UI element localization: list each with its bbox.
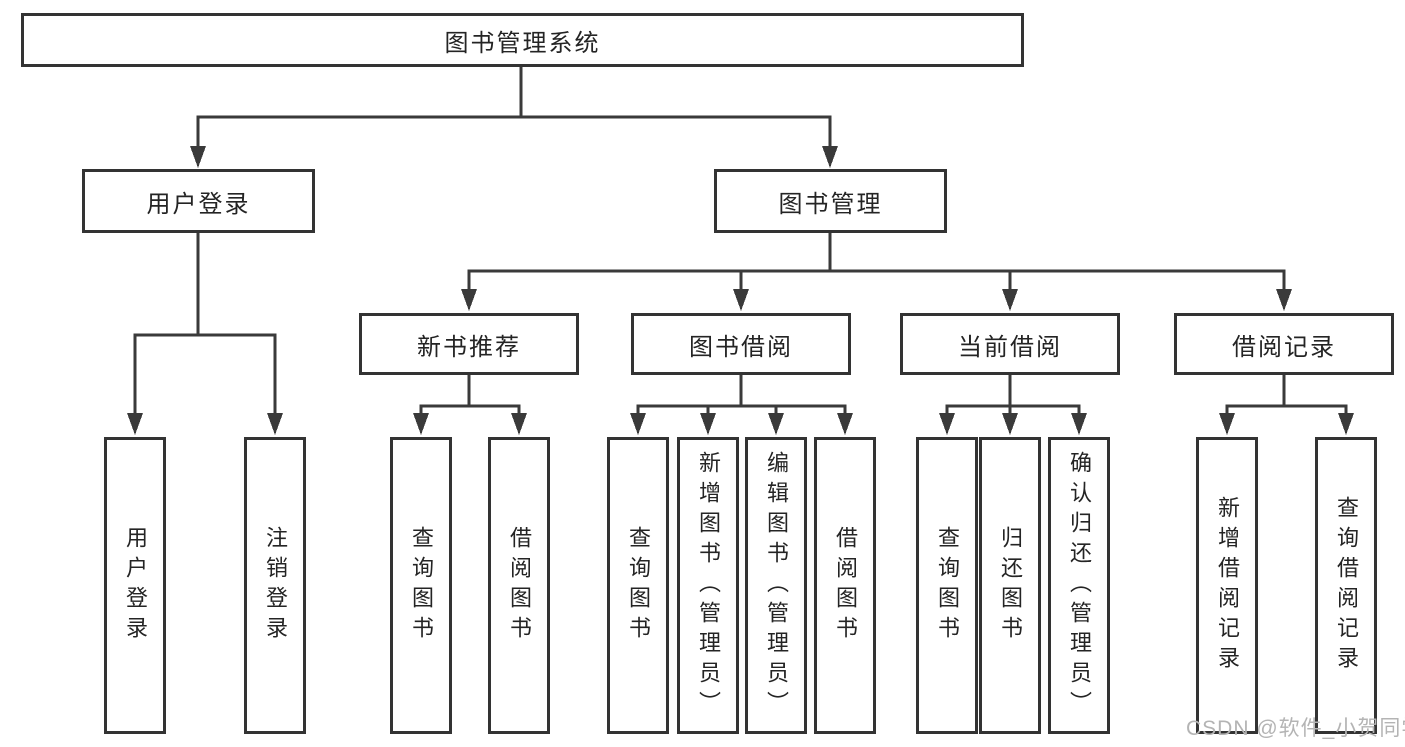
node-user-login: 用户登录: [82, 169, 315, 233]
node-label: 注销登录: [263, 525, 288, 646]
edge-current-borrow-to-children: [939, 375, 1087, 435]
node-label: 查询图书: [935, 525, 960, 646]
leaf-query-books-borrow: 查询图书: [607, 437, 669, 734]
node-label: 查询图书: [409, 525, 434, 646]
leaf-query-books-current: 查询图书: [916, 437, 978, 734]
node-label: 查询借阅记录: [1334, 495, 1359, 676]
node-book-borrow: 图书借阅: [631, 313, 851, 375]
node-label: 新增借阅记录: [1215, 495, 1240, 676]
node-label: 编辑图书（管理员）: [764, 450, 789, 721]
node-label: 图书管理系统: [444, 29, 601, 57]
node-label: 借阅图书: [507, 525, 532, 646]
node-borrow-records: 借阅记录: [1174, 313, 1394, 375]
leaf-return-books: 归还图书: [979, 437, 1041, 734]
leaf-borrow-books-recommend: 借阅图书: [488, 437, 550, 734]
leaf-query-borrow-record: 查询借阅记录: [1315, 437, 1377, 734]
node-root-system: 图书管理系统: [21, 13, 1024, 67]
leaf-add-borrow-record: 新增借阅记录: [1196, 437, 1258, 734]
leaf-confirm-return-admin: 确认归还（管理员）: [1048, 437, 1110, 734]
leaf-query-books-recommend: 查询图书: [390, 437, 452, 734]
leaf-edit-books-admin: 编辑图书（管理员）: [745, 437, 807, 734]
leaf-user-login: 用户登录: [104, 437, 166, 734]
edge-borrow-records-to-children: [1219, 375, 1354, 435]
node-current-borrow: 当前借阅: [900, 313, 1120, 375]
node-new-book-recommend: 新书推荐: [359, 313, 579, 375]
edge-book-borrow-to-children: [630, 375, 853, 435]
edge-book-management-to-level3: [461, 233, 1292, 311]
node-book-management: 图书管理: [714, 169, 947, 233]
node-label: 图书管理: [778, 190, 883, 218]
node-label: 图书借阅: [689, 333, 793, 361]
node-label: 用户登录: [123, 525, 148, 646]
node-label: 借阅记录: [1232, 333, 1336, 361]
edge-user-login-to-children: [127, 233, 283, 435]
leaf-borrow-books: 借阅图书: [814, 437, 876, 734]
csdn-watermark: CSDN @软件_小贺同学: [1186, 717, 1405, 740]
leaf-logout: 注销登录: [244, 437, 306, 734]
node-label: 归还图书: [998, 525, 1023, 646]
node-label: 当前借阅: [958, 333, 1062, 361]
node-label: 借阅图书: [833, 525, 858, 646]
node-label: 查询图书: [626, 525, 651, 646]
node-label: 用户登录: [146, 190, 251, 218]
node-label: 确认归还（管理员）: [1067, 450, 1092, 721]
leaf-add-books-admin: 新增图书（管理员）: [677, 437, 739, 734]
node-label: 新书推荐: [417, 333, 521, 361]
node-label: 新增图书（管理员）: [696, 450, 721, 721]
edge-new-book-recommend-to-children: [413, 375, 527, 435]
edge-root-to-level2: [190, 67, 838, 168]
